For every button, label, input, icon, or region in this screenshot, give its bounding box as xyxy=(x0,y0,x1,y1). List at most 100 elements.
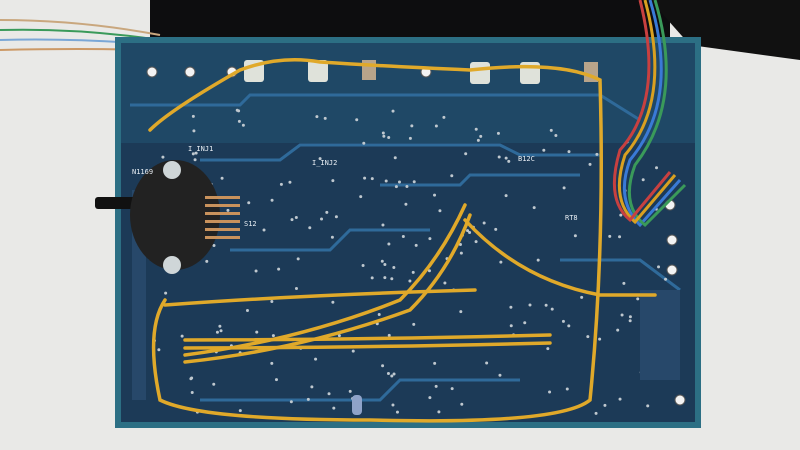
pad xyxy=(468,231,472,235)
pad xyxy=(277,267,281,271)
pad xyxy=(550,307,554,311)
pad xyxy=(361,264,365,268)
pad xyxy=(428,396,432,400)
pad xyxy=(412,180,416,184)
pad xyxy=(464,152,468,156)
pad xyxy=(237,109,241,113)
pad xyxy=(370,276,374,280)
pad xyxy=(433,361,437,365)
pad xyxy=(586,335,590,339)
pad xyxy=(628,319,632,323)
pad xyxy=(580,295,584,299)
pad xyxy=(412,322,416,326)
pad xyxy=(331,300,335,304)
pad xyxy=(380,259,384,263)
pad xyxy=(476,138,480,142)
pad xyxy=(381,131,385,135)
pad xyxy=(438,209,442,213)
pad xyxy=(410,124,414,128)
pad xyxy=(657,265,661,269)
silk-s12: S12 xyxy=(244,220,257,228)
enclosure xyxy=(150,0,670,40)
pad xyxy=(561,319,565,323)
pad xyxy=(622,281,626,285)
pad xyxy=(194,151,198,155)
pad xyxy=(306,397,310,401)
pad xyxy=(294,287,298,291)
pad xyxy=(237,119,241,123)
pad xyxy=(383,262,387,266)
pad xyxy=(498,373,502,377)
pad xyxy=(494,227,498,231)
pad xyxy=(395,410,399,414)
pad xyxy=(193,158,197,162)
pad xyxy=(290,218,294,222)
pad xyxy=(509,324,513,328)
pad xyxy=(588,162,592,166)
pad xyxy=(262,228,266,232)
pad xyxy=(509,305,513,309)
pad xyxy=(390,277,394,281)
pad xyxy=(504,156,508,160)
pad xyxy=(507,159,511,163)
pad xyxy=(408,279,412,283)
pad xyxy=(180,334,184,338)
pad xyxy=(164,291,168,295)
pad xyxy=(546,347,550,351)
pad xyxy=(215,330,219,334)
pad xyxy=(479,134,483,138)
pad xyxy=(192,129,196,133)
pad xyxy=(161,155,165,159)
pad xyxy=(296,257,300,261)
pad xyxy=(377,313,381,317)
pad xyxy=(392,372,396,376)
pad xyxy=(359,195,363,199)
pad xyxy=(437,410,441,414)
pad xyxy=(337,334,341,338)
colored-wires-right xyxy=(612,0,687,228)
pad xyxy=(608,234,612,238)
pad xyxy=(394,185,398,189)
pad xyxy=(157,348,161,352)
silk-inj1: I_INJ1 xyxy=(188,145,213,153)
pad xyxy=(504,194,508,198)
pad xyxy=(405,184,409,188)
pad xyxy=(496,131,500,135)
pad xyxy=(603,403,607,407)
pad xyxy=(482,221,486,225)
pad xyxy=(220,176,224,180)
pad xyxy=(391,403,395,407)
pad xyxy=(620,313,624,317)
pad xyxy=(428,237,432,241)
pad xyxy=(270,300,274,304)
pad xyxy=(189,377,193,381)
pad xyxy=(384,179,388,183)
pad xyxy=(536,258,540,262)
pad xyxy=(460,402,464,406)
pad xyxy=(254,269,258,273)
pad xyxy=(212,382,216,386)
pad xyxy=(247,201,251,205)
pad xyxy=(450,174,454,178)
pad xyxy=(664,277,668,281)
sensor-pins xyxy=(205,196,240,239)
pad xyxy=(362,141,366,145)
pad xyxy=(408,136,412,140)
pad xyxy=(523,321,527,325)
pad xyxy=(382,134,386,138)
pad xyxy=(595,152,599,156)
pad xyxy=(327,392,331,396)
pad xyxy=(386,371,390,375)
pad xyxy=(383,276,387,280)
pad xyxy=(212,243,216,247)
pad xyxy=(255,330,259,334)
pad xyxy=(310,385,314,389)
pad xyxy=(331,179,335,183)
pad xyxy=(528,303,532,307)
pad xyxy=(390,374,394,378)
pad xyxy=(655,166,659,170)
pad xyxy=(397,180,401,184)
pad xyxy=(270,361,274,365)
silk-b12c: B12C xyxy=(518,155,535,163)
